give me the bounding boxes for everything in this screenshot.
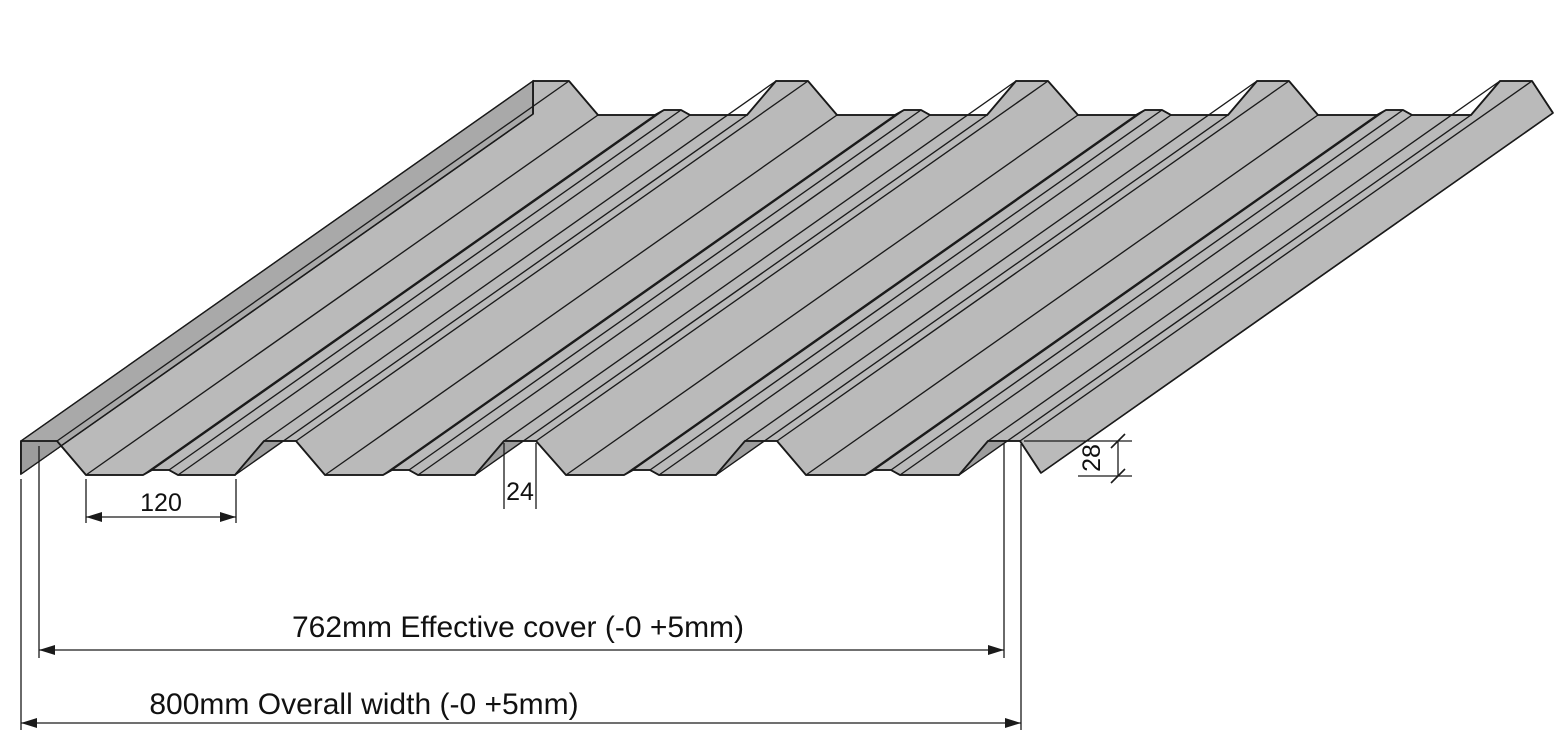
dimension-tick (1110, 433, 1126, 449)
dimension-28 (1024, 433, 1132, 484)
front-profile-edge (20, 440, 1042, 476)
rib-edge-line (715, 114, 1229, 476)
dimension-arrow (988, 645, 1004, 655)
overall-width-label: 800mm Overall width (-0 +5mm) (149, 688, 578, 721)
rib-edge-line (535, 80, 1049, 442)
trough-width-label: 120 (140, 489, 182, 517)
rib-edge-line (649, 109, 1163, 471)
rib-edge-line (623, 114, 1137, 476)
dimension-arrow (1005, 718, 1021, 728)
effective-cover-label: 762mm Effective cover (-0 +5mm) (292, 611, 744, 644)
sheet-silhouette (20, 80, 1554, 476)
dimension-24 (503, 443, 537, 509)
rib-edge-line (899, 114, 1413, 476)
sheet-3d-view (20, 79, 1554, 476)
back-profile-edge (532, 80, 1554, 116)
rib-edge-line (776, 80, 1290, 442)
rib-edge-line (234, 114, 748, 476)
rib-edge-line (382, 114, 896, 476)
rib-height-label: 28 (1078, 444, 1106, 472)
dimension-annotations (20, 433, 1132, 730)
rib-edge-line (1040, 112, 1554, 474)
rib-edge-line (987, 80, 1501, 442)
dimension-arrow (220, 512, 236, 522)
rib-edge-line (151, 109, 665, 471)
rib-edge-line (658, 114, 1172, 476)
rib-edge-line (474, 114, 988, 476)
rib-edge-line (20, 80, 534, 442)
rib-edge-line (503, 80, 1017, 442)
rib-edge-line (391, 109, 905, 471)
dimension-800 (20, 444, 1022, 730)
rib-edge-line (1019, 80, 1533, 442)
rib-edge-line (632, 109, 1146, 471)
rib-edge-line (295, 80, 809, 442)
rib-edge-line (805, 114, 1319, 476)
rib-edge-line (177, 114, 691, 476)
rib-edge-line (864, 114, 1378, 476)
rib-edge-line (408, 109, 922, 471)
rib-edge-line (263, 80, 777, 442)
rib-edge-line (565, 114, 1079, 476)
crest-width-label: 24 (506, 478, 534, 506)
rib-edge-line (958, 114, 1472, 476)
dimension-arrow (86, 512, 102, 522)
rib-edge-line (744, 80, 1258, 442)
rib-edge-line (873, 109, 1387, 471)
rib-edge-line (85, 114, 599, 476)
dimension-120 (85, 479, 237, 523)
dimension-arrow (39, 645, 55, 655)
rib-edge-line (890, 109, 1404, 471)
dimension-762 (38, 443, 1005, 658)
rib-edge-line (417, 114, 931, 476)
dimension-arrow (21, 718, 37, 728)
rib-edge-line (20, 113, 534, 475)
rib-edge-line (142, 114, 656, 476)
dimension-labels: 120 24 28 762mm Effective cover (-0 +5mm… (140, 444, 1106, 721)
rib-edge-line (56, 80, 570, 442)
rib-edge-line (168, 109, 682, 471)
dimension-tick (1110, 468, 1126, 484)
rib-edge-line (324, 114, 838, 476)
left-end-cut-face (20, 440, 62, 476)
